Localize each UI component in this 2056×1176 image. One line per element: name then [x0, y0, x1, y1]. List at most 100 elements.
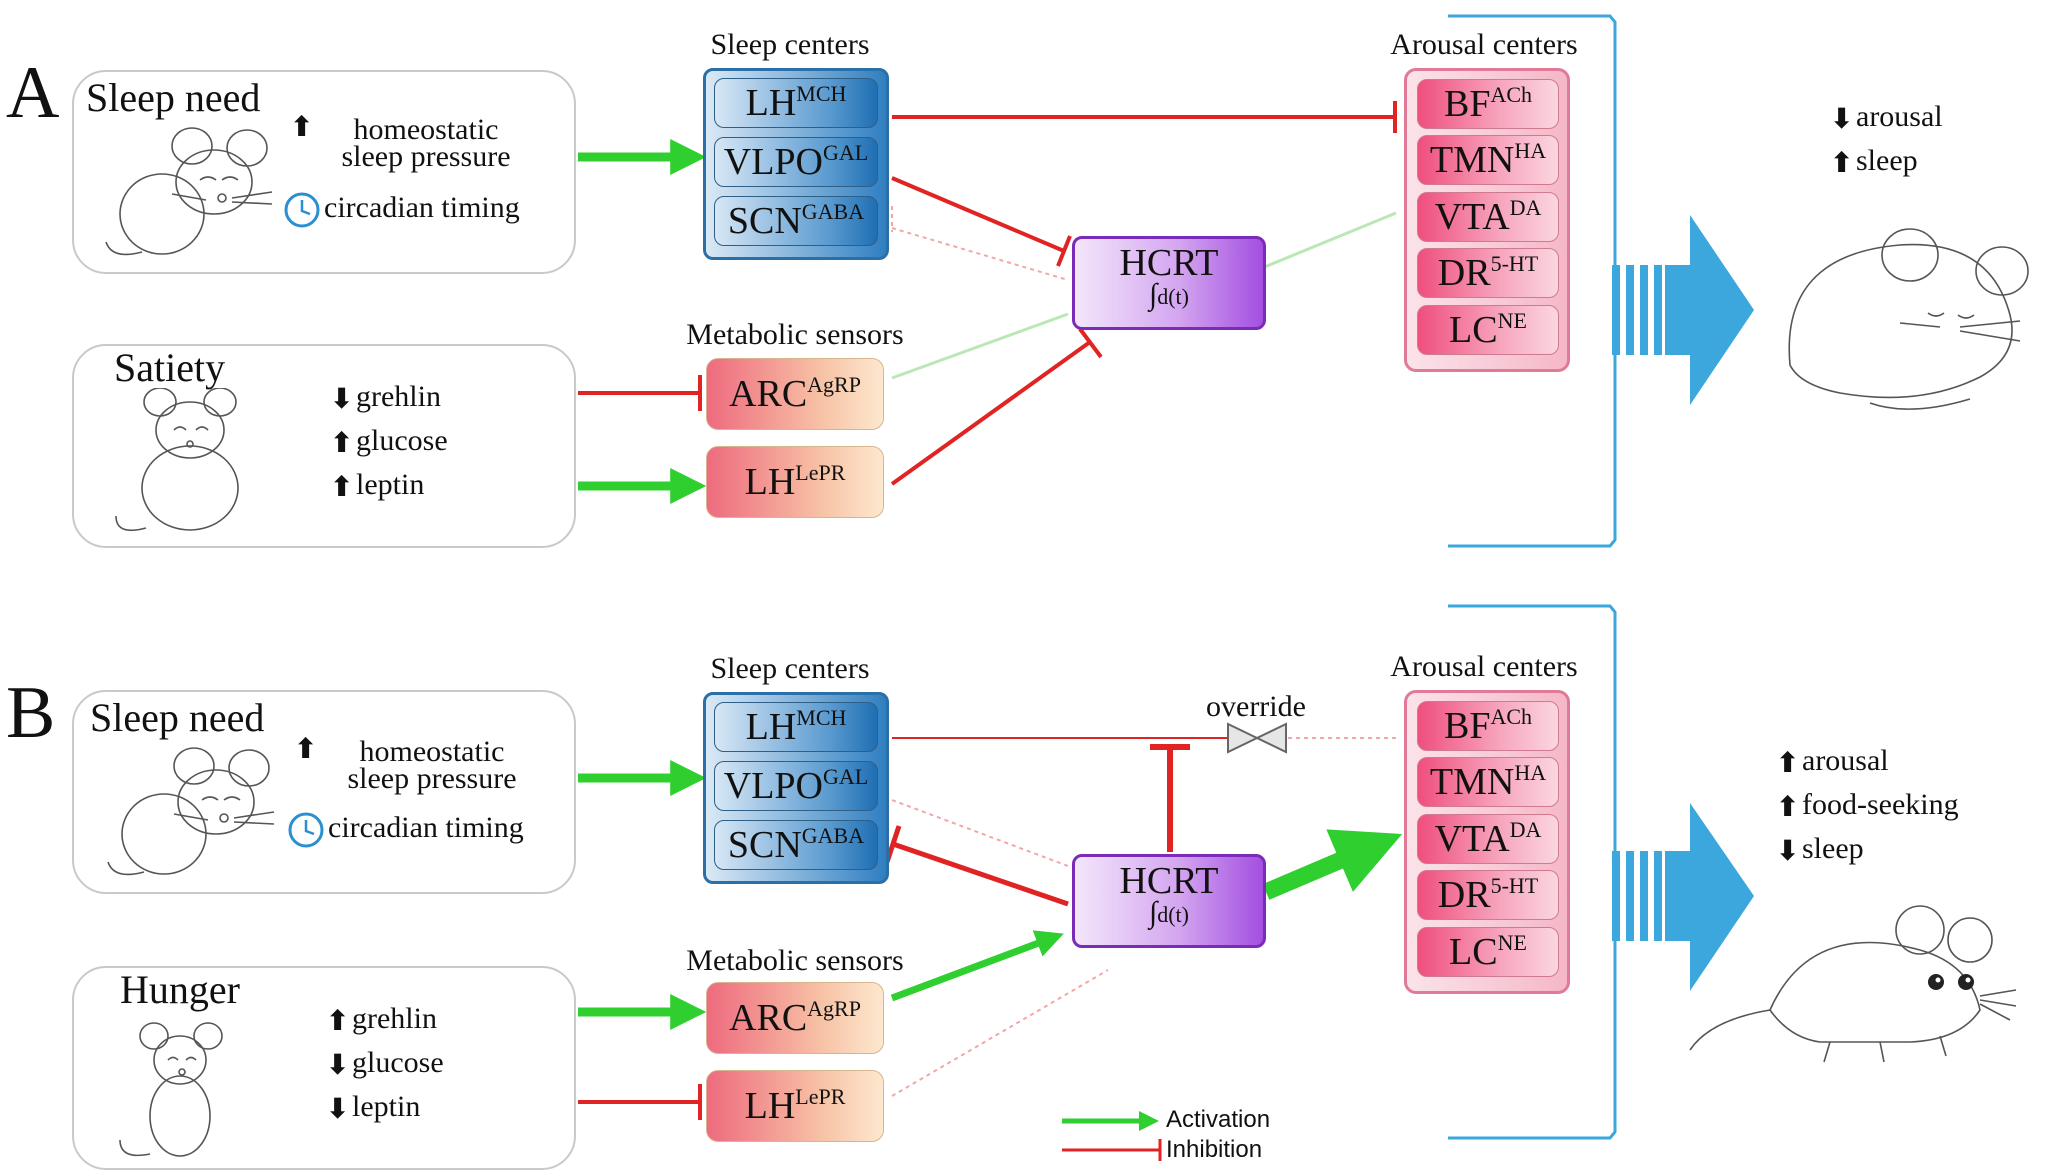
a-arc-to-hcrt-weak	[891, 312, 1069, 380]
a-sleep-need-title: Sleep need	[86, 75, 261, 120]
b-hcrt-to-override-inhibition	[1150, 744, 1190, 852]
up-arrow-icon: ⬆	[1830, 146, 1854, 180]
b-arousal-centers-label: Arousal centers	[1390, 650, 1578, 683]
b-homeostatic-line1: homeostatic	[359, 735, 505, 768]
condition-item: ⬆leptin	[330, 464, 448, 508]
b-metabolic-lh-lepr: LHLePR	[706, 1070, 884, 1142]
condition-item: ⬆arousal	[1776, 740, 1959, 784]
b-metabolic-arc-agrp: ARCAgRP	[706, 982, 884, 1054]
condition-label: sleep	[1802, 832, 1864, 866]
legend-inhibition-line	[1062, 1139, 1162, 1161]
legend-activation-label: Activation	[1166, 1106, 1271, 1133]
a-metabolic-sensors-label: Metabolic sensors	[686, 318, 904, 351]
mouse-hungry-icon	[119, 1022, 223, 1157]
condition-item: ⬇leptin	[326, 1086, 444, 1130]
condition-label: sleep	[1856, 144, 1918, 178]
a-arousal-tmn-ha: TMNHA	[1417, 135, 1559, 185]
b-arc-to-hcrt-activation	[890, 930, 1064, 1002]
a-metabolic-arc-agrp: ARCAgRP	[706, 358, 884, 430]
a-sleep-centers-box: LHMCH VLPOGAL SCNGABA	[703, 68, 889, 260]
up-arrow-icon: ⬆	[290, 109, 314, 143]
clock-icon	[288, 812, 324, 848]
a-satiety-list: ⬇grehlin⬆glucose⬆leptin	[330, 376, 448, 508]
b-hcrt-to-scn-inhibition	[884, 825, 1069, 907]
a-hcrt-to-arousal-weak	[1261, 211, 1397, 270]
mouse-satiated-icon	[115, 388, 239, 532]
b-arousal-lc-ne: LCNE	[1417, 927, 1559, 977]
mouse-walking-alert-icon	[1689, 905, 2017, 1063]
a-lhlepr-to-hcrt-inhibition	[890, 327, 1103, 486]
a-sleep-center-vlpo-gal: VLPOGAL	[714, 137, 878, 187]
b-arousal-bf-ach: BFACh	[1417, 701, 1559, 751]
b-hcrt-box: HCRT ∫d(t)	[1072, 854, 1266, 948]
a-arousal-bf-ach: BFACh	[1417, 79, 1559, 129]
a-sleep-centers-label: Sleep centers	[710, 28, 870, 61]
a-scn-to-hcrt-dotted	[891, 227, 1069, 281]
down-arrow-icon: ⬇	[1830, 102, 1854, 136]
a-homeostatic-line1: homeostatic	[353, 113, 499, 146]
override-valve-icon	[1227, 722, 1287, 754]
b-arousal-tmn-ha: TMNHA	[1417, 757, 1559, 807]
a-big-arrow	[1612, 215, 1754, 405]
condition-item: ⬆sleep	[1830, 140, 1943, 184]
b-vlpo-to-hcrt-dotted	[891, 799, 1069, 867]
a-satiety-title: Satiety	[114, 345, 226, 390]
b-outcomes-list: ⬆arousal⬆food-seeking⬇sleep	[1776, 740, 1959, 872]
integral-icon: ∫d(t)	[1149, 278, 1189, 311]
down-arrow-icon: ⬇	[330, 382, 354, 416]
condition-label: glucose	[352, 1046, 444, 1080]
a-vlpo-to-hcrt-inhibition	[891, 176, 1072, 267]
a-arousal-dr-5ht: DR5-HT	[1417, 248, 1559, 298]
a-outcomes-list: ⬇arousal⬆sleep	[1830, 96, 1943, 184]
up-arrow-icon: ⬆	[330, 470, 354, 504]
a-arousal-lc-ne: LCNE	[1417, 305, 1559, 355]
a-arousal-centers-label: Arousal centers	[1390, 28, 1578, 61]
b-arousal-centers-box: BFACh TMNHA VTADA DR5-HT LCNE	[1404, 690, 1570, 994]
up-arrow-icon: ⬆	[294, 731, 318, 765]
condition-label: grehlin	[352, 1002, 437, 1035]
a-lhmch-to-arousal-inhibition	[892, 101, 1397, 133]
b-lhlepr-to-hcrt-dotted	[891, 969, 1109, 1097]
b-homeostatic-line2: sleep pressure	[347, 762, 517, 795]
b-sleep-centers-box: LHMCH VLPOGAL SCNGABA	[703, 692, 889, 884]
a-arousal-centers-box: BFACh TMNHA VTADA DR5-HT LCNE	[1404, 68, 1570, 372]
down-arrow-icon: ⬇	[326, 1048, 350, 1082]
condition-item: ⬇sleep	[1776, 828, 1959, 872]
condition-item: ⬆grehlin	[326, 998, 444, 1042]
condition-item: ⬇arousal	[1830, 96, 1943, 140]
a-hcrt-box: HCRT ∫d(t)	[1072, 236, 1266, 330]
a-sleep-need-card: Sleep need ⬆ homeostatic sleep pressure	[72, 70, 576, 274]
b-circadian-label: circadian timing	[328, 811, 524, 844]
down-arrow-icon: ⬇	[1776, 834, 1800, 868]
b-arousal-vta-da: VTADA	[1417, 814, 1559, 864]
b-sleep-need-card: Sleep need ⬆ homeostatic sleep pressure	[72, 690, 576, 894]
up-arrow-icon: ⬆	[330, 426, 354, 460]
up-arrow-icon: ⬆	[1776, 746, 1800, 780]
a-sleep-center-scn-gaba: SCNGABA	[714, 196, 878, 246]
panel-b-letter: B	[6, 672, 56, 754]
b-sleep-need-title: Sleep need	[90, 695, 265, 740]
b-override-label: override	[1206, 690, 1306, 723]
a-homeostatic-line2: sleep pressure	[341, 140, 511, 173]
b-sleep-center-scn-gaba: SCNGABA	[714, 820, 878, 870]
b-sleep-centers-label: Sleep centers	[710, 652, 870, 685]
condition-item: ⬇grehlin	[330, 376, 448, 420]
condition-label: arousal	[1802, 744, 1889, 777]
b-hunger-card: Hunger ⬆grehlin⬇glucose⬇leptin	[72, 966, 576, 1170]
mouse-sleepy-icon	[107, 747, 275, 876]
condition-label: leptin	[352, 1090, 421, 1124]
a-arousal-vta-da: VTADA	[1417, 192, 1559, 242]
b-sleep-center-vlpo-gal: VLPOGAL	[714, 761, 878, 811]
condition-label: leptin	[356, 468, 425, 502]
panel-a-letter: A	[6, 52, 60, 134]
mouse-sleepy-icon	[105, 127, 273, 256]
clock-icon	[284, 192, 320, 228]
a-metabolic-lh-lepr: LHLePR	[706, 446, 884, 518]
down-arrow-icon: ⬇	[326, 1092, 350, 1126]
b-arousal-dr-5ht: DR5-HT	[1417, 870, 1559, 920]
condition-item: ⬆glucose	[330, 420, 448, 464]
legend-inhibition-label: Inhibition	[1166, 1136, 1263, 1163]
condition-label: glucose	[356, 424, 448, 458]
integral-icon: ∫d(t)	[1149, 896, 1189, 929]
